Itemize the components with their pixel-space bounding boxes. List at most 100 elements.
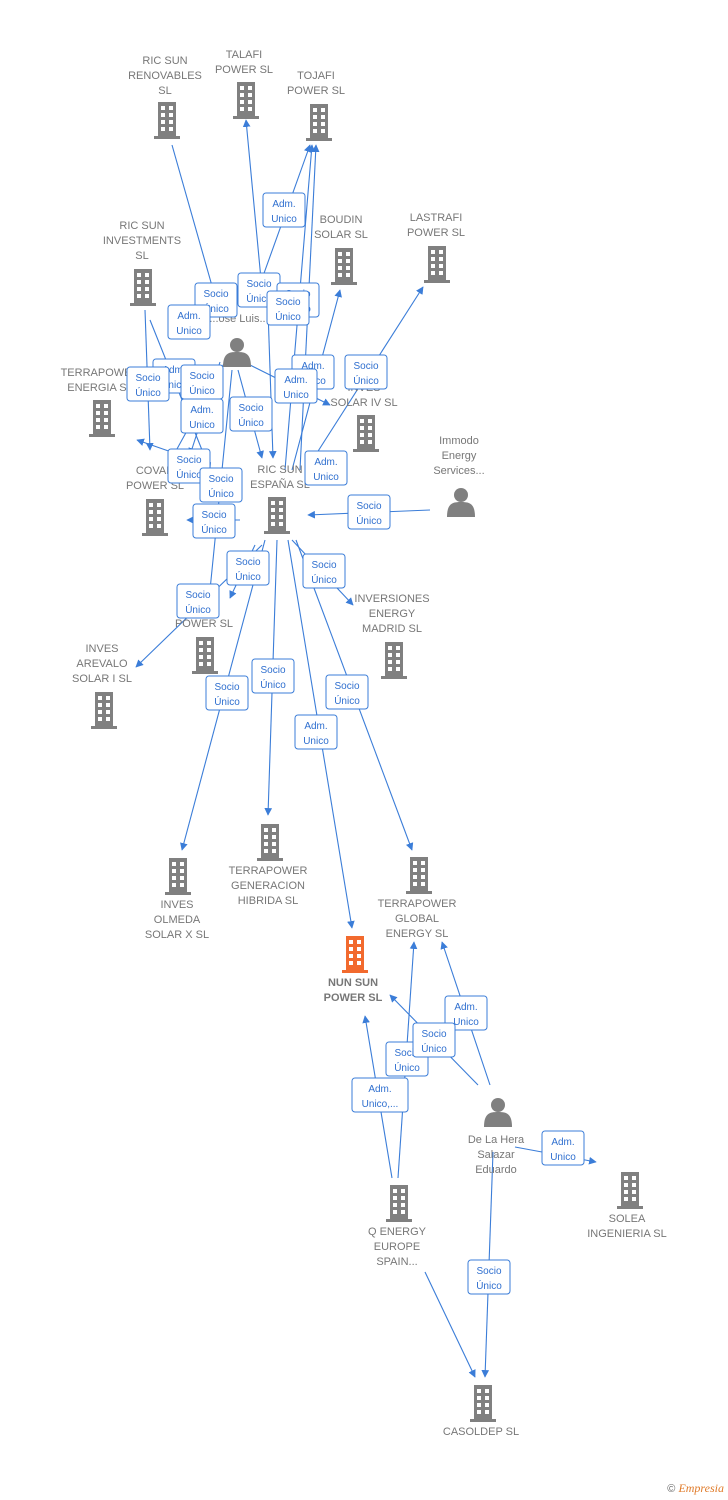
node-immodo-energy[interactable]: ImmodoEnergyServices... xyxy=(433,435,485,517)
building-icon[interactable] xyxy=(142,499,168,536)
node-label[interactable]: MADRID SL xyxy=(362,623,422,635)
node-label[interactable]: Q ENERGY xyxy=(368,1226,427,1238)
node-label[interactable]: TERRAPOWER xyxy=(378,898,457,910)
building-icon[interactable] xyxy=(381,642,407,679)
building-icon[interactable] xyxy=(617,1172,643,1209)
node-label[interactable]: SOLAR SL xyxy=(314,229,368,241)
node-label[interactable]: POWER SL xyxy=(175,618,233,630)
node-q-energy-europe[interactable]: Q ENERGY EUROPE SPAIN... xyxy=(368,1185,427,1268)
relation-badge[interactable]: Adm.Unico xyxy=(294,714,338,750)
node-inves-olmeda[interactable]: INVES OLMEDA SOLAR X SL xyxy=(145,858,209,941)
node-label[interactable]: TERRAPOWER xyxy=(229,865,308,877)
node-label[interactable]: COVAR xyxy=(136,465,174,477)
node-casoldep[interactable]: CASOLDEP SL xyxy=(443,1385,519,1438)
node-label[interactable]: INVES xyxy=(160,899,193,911)
building-icon[interactable] xyxy=(89,400,115,437)
node-label[interactable]: RIC SUN xyxy=(119,220,164,232)
brand-logo[interactable]: Empresia xyxy=(678,1481,724,1495)
node-label[interactable]: HIBRIDA SL xyxy=(238,895,299,907)
building-icon[interactable] xyxy=(424,246,450,283)
building-icon[interactable] xyxy=(165,858,191,895)
node-label[interactable]: De La Hera xyxy=(468,1134,525,1146)
node-label[interactable]: Eduardo xyxy=(475,1164,517,1176)
node-label[interactable]: EUROPE xyxy=(374,1241,420,1253)
node-label[interactable]: SOLAR IV SL xyxy=(330,397,397,409)
node-label[interactable]: SOLAR I SL xyxy=(72,673,132,685)
relation-badge[interactable]: Adm.Unico xyxy=(262,192,306,228)
relation-badge[interactable]: Adm.Unico xyxy=(304,450,348,486)
node-label[interactable]: POWER SL xyxy=(407,227,465,239)
building-icon[interactable] xyxy=(257,824,283,861)
node-label[interactable]: Immodo xyxy=(439,435,479,447)
building-icon[interactable] xyxy=(342,936,368,973)
node-jose-luis[interactable]: ...ose Luis... xyxy=(209,313,269,367)
node-label[interactable]: INVESTMENTS xyxy=(103,235,181,247)
node-label[interactable]: TALAFI xyxy=(226,49,262,61)
node-terrapower-generacion[interactable]: TERRAPOWER GENERACION HIBRIDA SL xyxy=(229,824,308,907)
node-label[interactable]: SPAIN... xyxy=(376,1256,417,1268)
building-icon[interactable] xyxy=(306,104,332,141)
node-label[interactable]: LASTRAFI xyxy=(410,212,463,224)
node-boudin-solar[interactable]: BOUDIN SOLAR SL xyxy=(314,214,368,285)
node-label[interactable]: INVES xyxy=(85,643,118,655)
relation-badge[interactable]: Adm.Unico xyxy=(444,995,488,1031)
node-nun-sun-power[interactable]: NUN SUN POWER SL xyxy=(324,936,383,1004)
node-label[interactable]: OLMEDA xyxy=(154,914,201,926)
building-icon[interactable] xyxy=(386,1185,412,1222)
node-label[interactable]: Salazar xyxy=(477,1149,515,1161)
node-label[interactable]: SL xyxy=(158,85,171,97)
building-icon[interactable] xyxy=(264,497,290,534)
relation-badge[interactable]: Adm.Unico xyxy=(180,398,224,434)
person-icon[interactable] xyxy=(223,338,251,367)
node-label[interactable]: RENOVABLES xyxy=(128,70,202,82)
node-label[interactable]: CASOLDEP SL xyxy=(443,1426,519,1438)
node-label[interactable]: INVERSIONES xyxy=(354,593,429,605)
node-label[interactable]: BOUDIN xyxy=(320,214,363,226)
relation-badge[interactable]: Adm.Unico xyxy=(167,304,211,340)
node-label[interactable]: GENERACION xyxy=(231,880,305,892)
node-label[interactable]: POWER SL xyxy=(324,992,383,1004)
node-label[interactable]: Energy xyxy=(442,450,477,462)
node-label[interactable]: ENERGY xyxy=(369,608,416,620)
node-label[interactable]: SOLAR X SL xyxy=(145,929,209,941)
person-icon[interactable] xyxy=(447,488,475,517)
building-icon[interactable] xyxy=(130,269,156,306)
node-label[interactable]: ENERGIA SL xyxy=(67,382,132,394)
node-label[interactable]: RIC SUN xyxy=(257,464,302,476)
node-label[interactable]: INGENIERIA SL xyxy=(587,1228,666,1240)
building-icon[interactable] xyxy=(154,102,180,139)
person-icon[interactable] xyxy=(484,1098,512,1127)
node-label[interactable]: Services... xyxy=(433,465,484,477)
node-label[interactable]: TERRAPOWER xyxy=(61,367,140,379)
building-icon[interactable] xyxy=(406,857,432,894)
node-label[interactable]: ENERGY SL xyxy=(386,928,449,940)
node-label[interactable]: NUN SUN xyxy=(328,977,378,989)
node-label[interactable]: POWER SL xyxy=(287,85,345,97)
building-icon[interactable] xyxy=(233,82,259,119)
node-lastrafi-power[interactable]: LASTRAFI POWER SL xyxy=(407,212,465,283)
node-label[interactable]: POWER SL xyxy=(215,64,273,76)
